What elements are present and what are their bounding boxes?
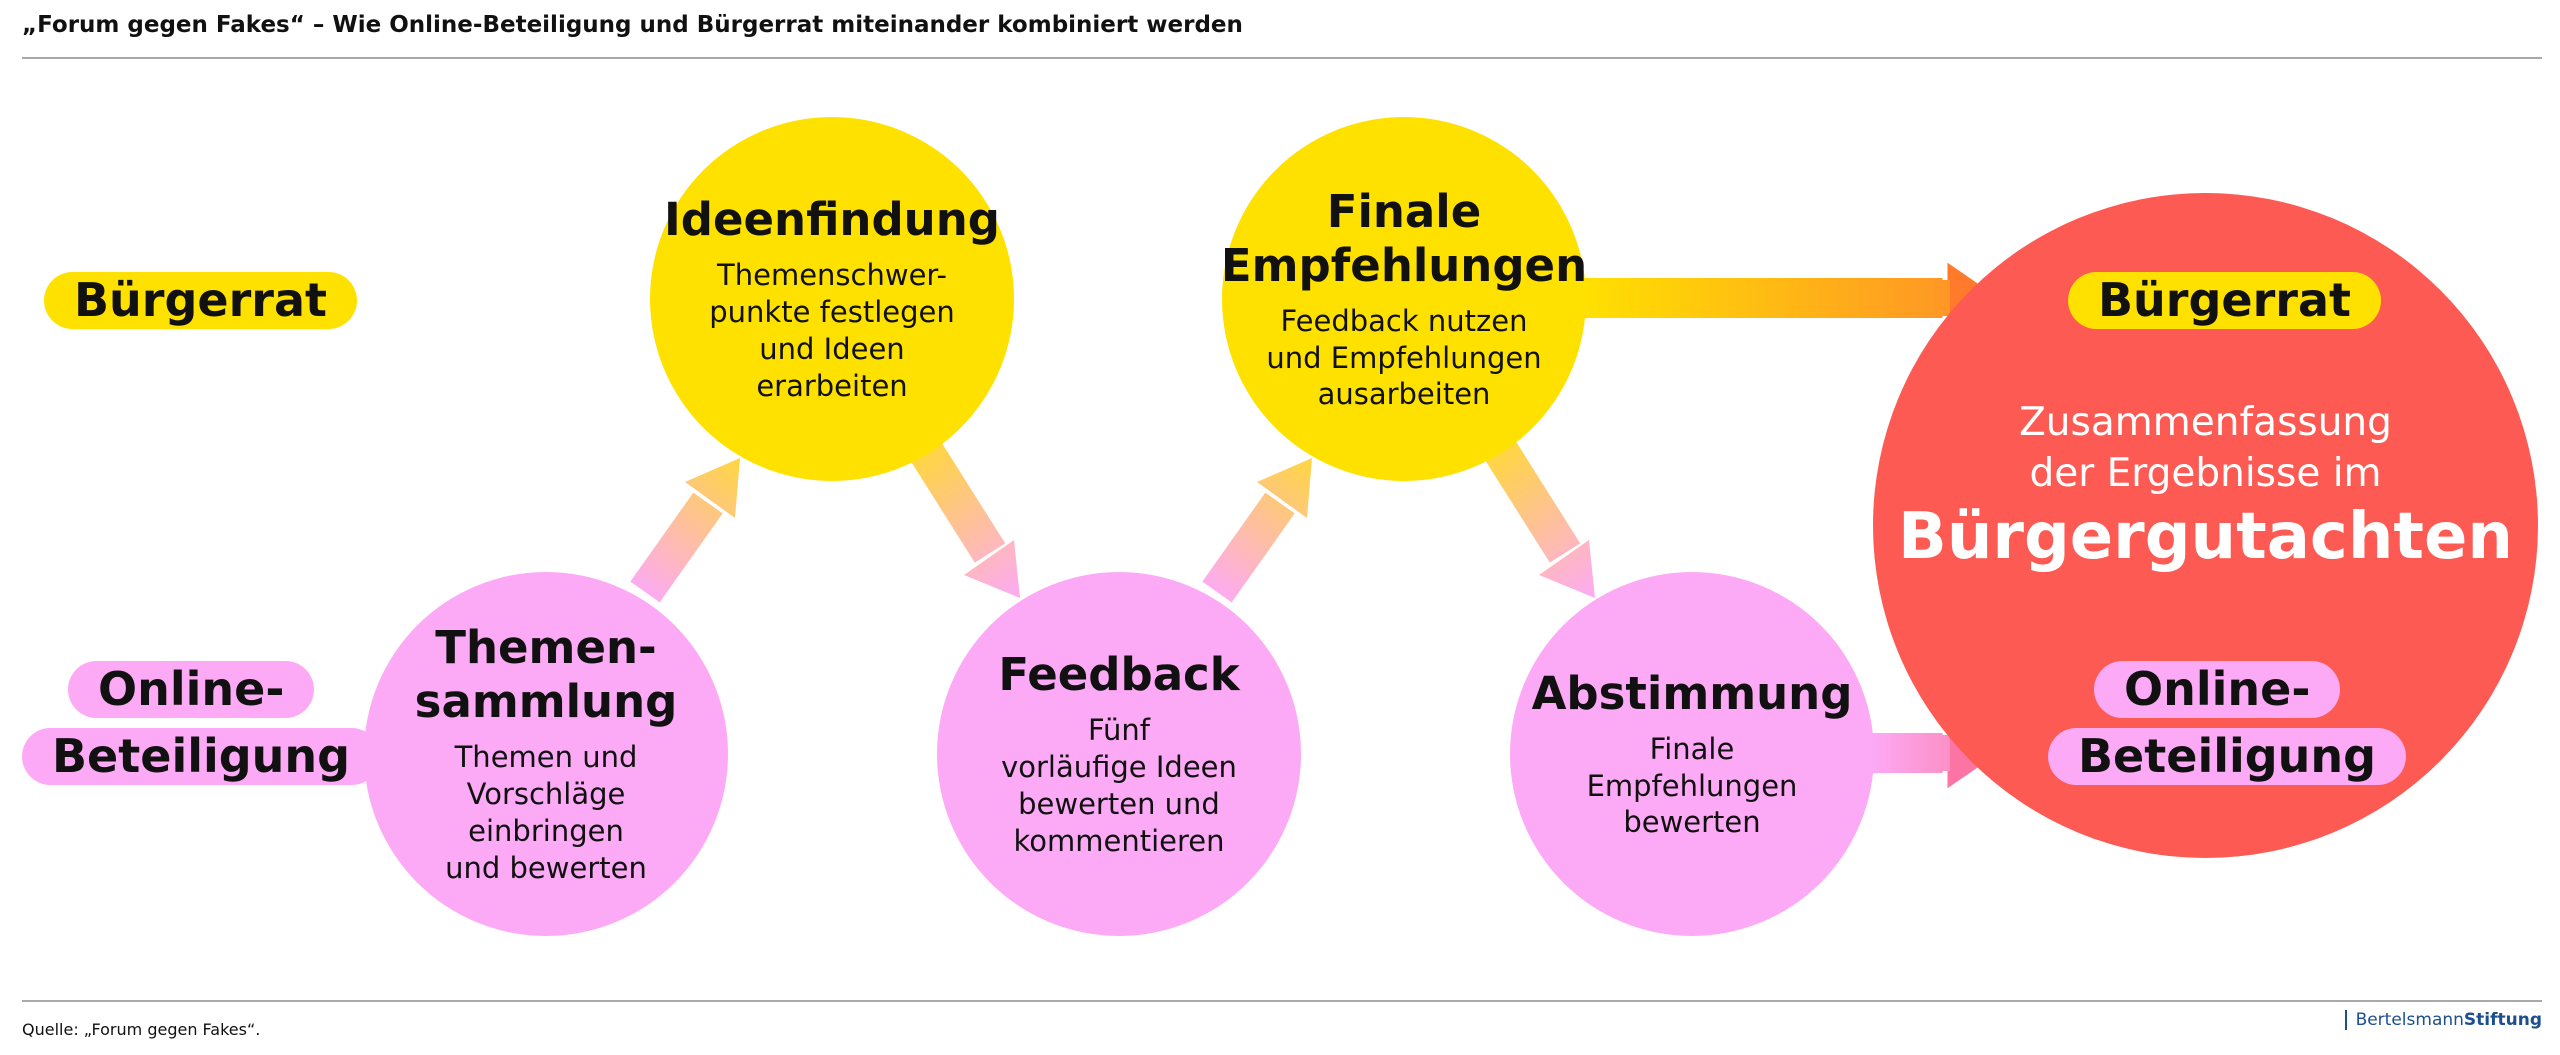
result-label-online-line2: Beteiligung: [2048, 728, 2407, 785]
step-feedback: Feedback Fünf vorläufige Ideen bewerten …: [937, 572, 1301, 936]
result-subtitle: Zusammenfassung der Ergebnisse im: [2019, 400, 2392, 496]
step-themensammlung: Themen- sammlung Themen und Vorschläge e…: [364, 572, 728, 936]
step-description: Themenschwer- punkte festlegen und Ideen…: [709, 258, 955, 403]
header-divider: [22, 57, 2542, 59]
footer-divider: [22, 1000, 2542, 1002]
result-title: Bürgergutachten: [1898, 500, 2513, 574]
step-title: Ideenfindung: [664, 193, 1000, 247]
step-title: Abstimmung: [1531, 666, 1853, 720]
bertelsmann-logo: BertelsmannStiftung: [2344, 1010, 2542, 1030]
logo-text-bertelsmann: Bertelsmann: [2355, 1010, 2464, 1030]
step-finale-empfehlungen: Finale Empfehlungen Feedback nutzen und …: [1220, 117, 1588, 481]
step-abstimmung: Abstimmung Finale Empfehlungen bewerten: [1510, 572, 1874, 936]
page-title: „Forum gegen Fakes“ – Wie Online-Beteili…: [22, 12, 1243, 38]
arrow-up-2: [1202, 458, 1312, 603]
arrow-down-2: [1484, 440, 1595, 598]
step-ideenfindung: Ideenfindung Themenschwer- punkte festle…: [650, 117, 1014, 481]
result-label-online-line1: Online-: [2094, 661, 2341, 718]
arrow-up-1: [630, 458, 740, 603]
step-description: Fünf vorläufige Ideen bewerten und komme…: [1001, 713, 1237, 858]
step-description: Finale Empfehlungen bewerten: [1586, 731, 1798, 840]
arrow-down-1: [909, 440, 1020, 598]
logo-text-stiftung: Stiftung: [2463, 1010, 2542, 1030]
row-label-buergerrat: Bürgerrat: [44, 272, 358, 329]
result-label-buergerrat: Bürgerrat: [2068, 272, 2382, 329]
step-title: Feedback: [998, 648, 1240, 702]
step-title: Finale Empfehlungen: [1220, 184, 1588, 292]
step-description: Themen und Vorschläge einbringen und bew…: [445, 740, 647, 885]
row-label-online-line2: Beteiligung: [22, 728, 381, 785]
step-description: Feedback nutzen und Empfehlungen ausarbe…: [1266, 303, 1542, 412]
source-note: Quelle: „Forum gegen Fakes“.: [22, 1020, 261, 1039]
row-label-online-line1: Online-: [68, 661, 315, 718]
step-title: Themen- sammlung: [414, 621, 678, 729]
